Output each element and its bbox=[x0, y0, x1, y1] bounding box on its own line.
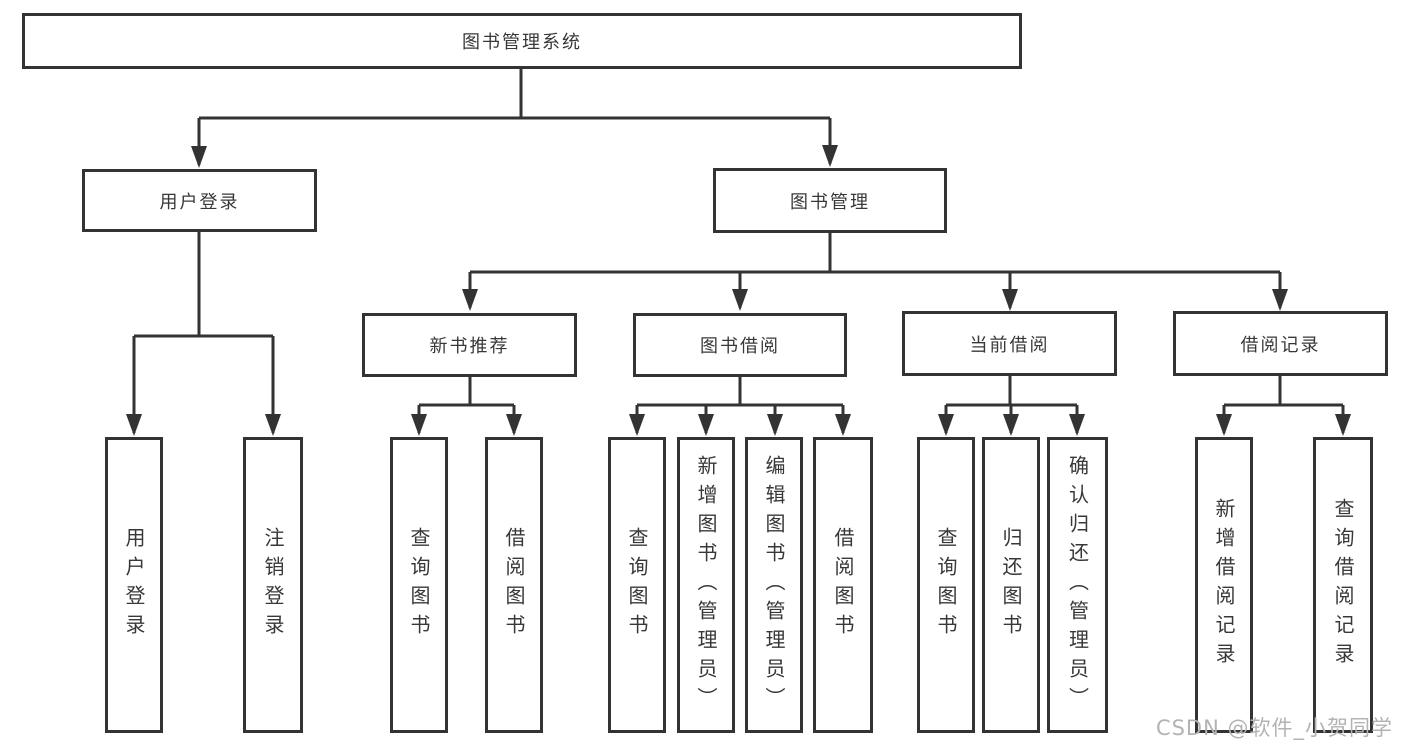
leaf-borrow-books-1: 借阅图书 bbox=[485, 437, 543, 733]
leaf-return-book: 归还图书 bbox=[982, 437, 1040, 733]
node-current-borrowing: 当前借阅 bbox=[902, 311, 1117, 376]
leaf-add-borrow-record: 新增借阅记录 bbox=[1195, 437, 1253, 733]
connector-bookborrow-to-leaves bbox=[629, 377, 851, 436]
leaf-query-books-1-label: 查询图书 bbox=[407, 527, 431, 643]
leaf-return-book-label: 归还图书 bbox=[999, 527, 1023, 643]
node-new-book-recommend-label: 新书推荐 bbox=[429, 336, 510, 357]
leaf-query-books-2-label: 查询图书 bbox=[625, 527, 649, 643]
leaf-edit-book-admin: 编辑图书（管理员） bbox=[745, 437, 803, 733]
leaf-query-books-3-label: 查询图书 bbox=[934, 527, 958, 643]
leaf-logout: 注销登录 bbox=[243, 437, 303, 733]
leaf-add-borrow-record-label: 新增借阅记录 bbox=[1212, 498, 1236, 672]
node-root-system: 图书管理系统 bbox=[22, 13, 1022, 69]
connector-root-to-level2 bbox=[191, 69, 838, 168]
node-book-management-label: 图书管理 bbox=[790, 191, 870, 213]
leaf-user-login-label: 用户登录 bbox=[122, 527, 146, 643]
leaf-query-borrow-record: 查询借阅记录 bbox=[1313, 437, 1373, 733]
connector-bookmgmt-to-level3 bbox=[462, 233, 1288, 311]
node-current-borrowing-label: 当前借阅 bbox=[969, 334, 1050, 356]
leaf-add-book-admin-label: 新增图书（管理员） bbox=[694, 454, 718, 716]
node-user-login: 用户登录 bbox=[82, 169, 317, 232]
node-book-borrowing: 图书借阅 bbox=[633, 313, 847, 377]
leaf-edit-book-admin-label: 编辑图书（管理员） bbox=[762, 454, 786, 716]
node-root-label: 图书管理系统 bbox=[462, 32, 582, 53]
leaf-query-books-2: 查询图书 bbox=[608, 437, 666, 733]
node-borrowing-records: 借阅记录 bbox=[1173, 311, 1388, 376]
connector-userlogin-to-leaves bbox=[126, 232, 281, 436]
connector-borrowrecord-to-leaves bbox=[1216, 376, 1351, 436]
leaf-query-books-1: 查询图书 bbox=[390, 437, 448, 733]
leaf-logout-label: 注销登录 bbox=[261, 527, 285, 643]
leaf-borrow-books-1-label: 借阅图书 bbox=[502, 527, 526, 643]
node-borrowing-records-label: 借阅记录 bbox=[1240, 334, 1321, 356]
leaf-borrow-books-2: 借阅图书 bbox=[813, 437, 873, 733]
leaf-borrow-books-2-label: 借阅图书 bbox=[831, 527, 855, 643]
leaf-confirm-return-admin: 确认归还（管理员） bbox=[1047, 437, 1108, 733]
leaf-confirm-return-admin-label: 确认归还（管理员） bbox=[1065, 454, 1090, 716]
connector-currentborrow-to-leaves bbox=[938, 376, 1085, 436]
node-new-book-recommend: 新书推荐 bbox=[362, 313, 577, 377]
node-user-login-label: 用户登录 bbox=[159, 191, 240, 213]
node-book-management: 图书管理 bbox=[713, 168, 947, 233]
leaf-query-books-3: 查询图书 bbox=[917, 437, 975, 733]
leaf-add-book-admin: 新增图书（管理员） bbox=[677, 437, 735, 733]
csdn-watermark: CSDN @软件_小贺同学 bbox=[1155, 716, 1393, 740]
node-book-borrowing-label: 图书借阅 bbox=[700, 336, 780, 357]
leaf-user-login: 用户登录 bbox=[105, 437, 163, 733]
leaf-query-borrow-record-label: 查询借阅记录 bbox=[1331, 498, 1355, 672]
connector-newrec-to-leaves bbox=[411, 377, 522, 436]
